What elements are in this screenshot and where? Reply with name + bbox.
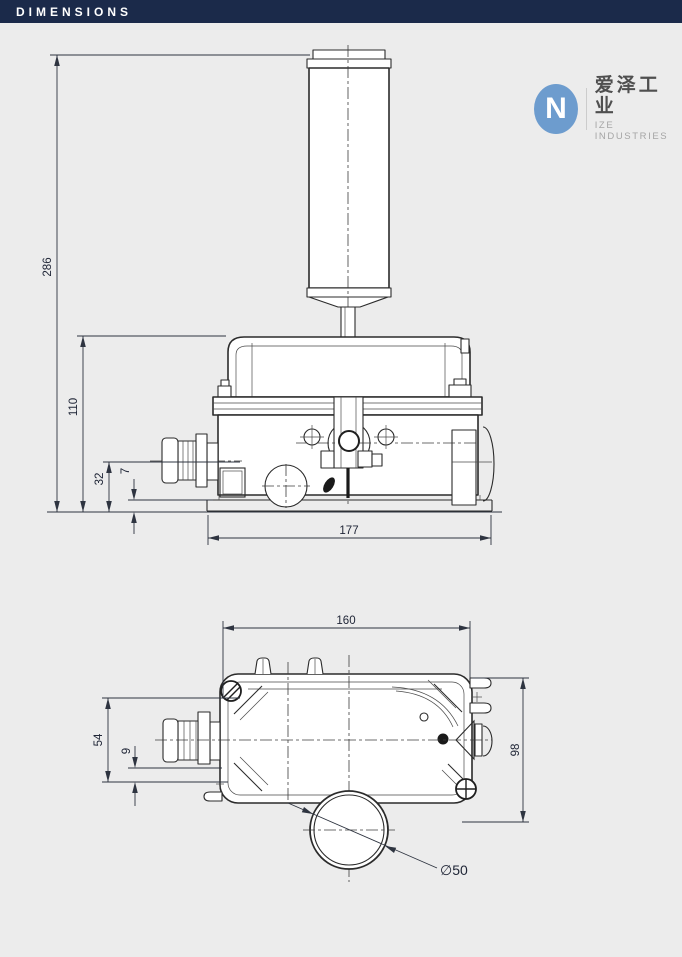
dim-front-width: 177: [339, 525, 358, 537]
front-view: 286 110 32 7 177: [42, 45, 502, 545]
corner-screw-top-left: [220, 680, 242, 702]
top-view: 160 54 9 98 ∅50: [93, 615, 529, 882]
cable-gland-front: [150, 433, 242, 488]
cable-gland-top: [162, 711, 221, 765]
top-body: [203, 657, 493, 804]
dim-entry-height: 32: [94, 473, 106, 486]
company-logo: N 爱泽工业 IZE INDUSTRIES: [528, 74, 680, 143]
dim-flange-offset: 9: [121, 748, 133, 754]
logo-divider: [585, 88, 587, 130]
logo-mark-icon: N: [534, 84, 578, 134]
section-title: DIMENSIONS: [16, 4, 133, 19]
shaft-dot: [437, 733, 449, 745]
small-hole: [419, 712, 429, 722]
rod-clamp: [296, 396, 478, 498]
logo-name-en: IZE INDUSTRIES: [594, 120, 669, 143]
enclosure-lid: [212, 336, 483, 416]
section-header-bar: DIMENSIONS: [0, 0, 682, 23]
dim-depth: 98: [510, 744, 522, 757]
logo-name-cn: 爱泽工业: [594, 74, 661, 117]
lever-pin: [323, 477, 335, 493]
top-dimensions: 160 54 9 98 ∅50: [93, 615, 529, 878]
front-dimensions: 286 110 32 7 177: [42, 54, 502, 545]
dim-lever-diameter: ∅50: [440, 862, 468, 878]
dim-entry-offset: 54: [93, 733, 105, 746]
dim-total-height: 286: [42, 257, 54, 276]
lamp-cylinder: [306, 49, 392, 308]
dim-body-height: 110: [68, 398, 80, 416]
dim-foot-height: 7: [120, 468, 132, 474]
dim-top-width: 160: [336, 615, 355, 627]
